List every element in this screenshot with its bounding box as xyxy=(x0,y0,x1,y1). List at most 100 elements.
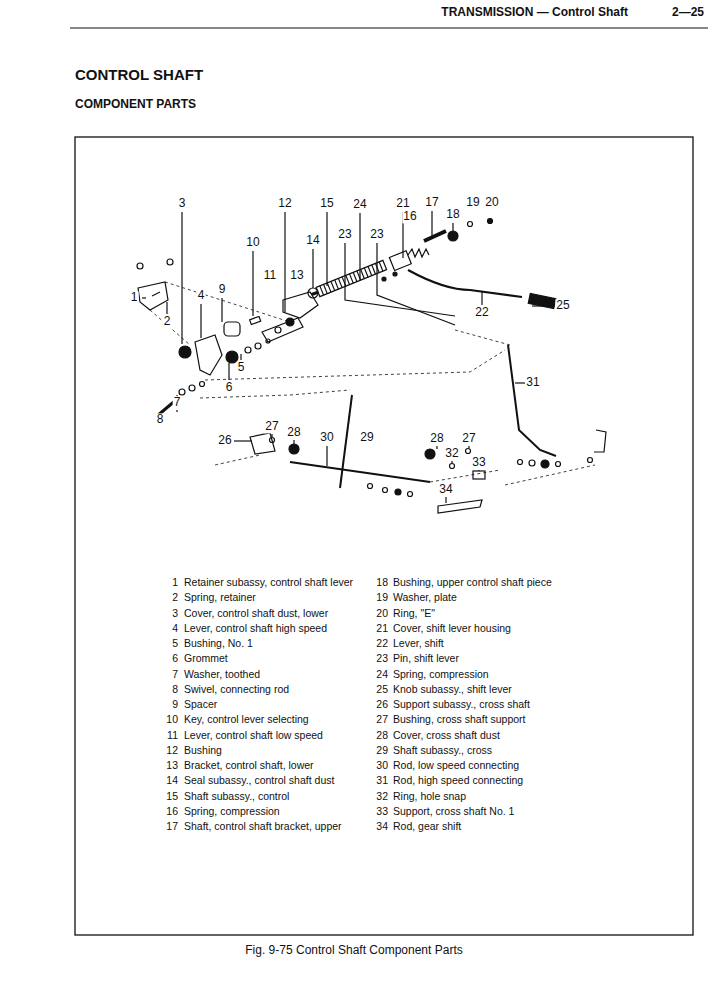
list-number: 13 xyxy=(166,760,178,772)
part-name: Washer, plate xyxy=(393,592,457,604)
callout-number: 21 xyxy=(395,197,410,210)
list-number: 6 xyxy=(172,653,178,665)
figure-caption: Fig. 9-75 Control Shaft Component Parts xyxy=(245,944,462,957)
list-number: 34 xyxy=(376,821,388,833)
part-name: Spacer xyxy=(184,699,217,711)
part-name: Pin, shift lever xyxy=(393,653,459,665)
list-number: 5 xyxy=(172,638,178,650)
part-name: Bushing, No. 1 xyxy=(184,638,253,650)
callout-number: 34 xyxy=(438,483,453,496)
list-number: 19 xyxy=(376,592,388,604)
part-name: Rod, high speed connecting xyxy=(393,775,523,787)
list-number: 8 xyxy=(172,684,178,696)
assembly-lines xyxy=(150,282,595,485)
part-name: Shaft, control shaft bracket, upper xyxy=(184,821,342,833)
callout-number: 26 xyxy=(217,434,232,447)
part-name: Cover, cross shaft dust xyxy=(393,730,500,742)
list-number: 22 xyxy=(376,638,388,650)
list-number: 26 xyxy=(376,699,388,711)
list-number: 11 xyxy=(167,730,178,742)
part-name: Knob subassy., shift lever xyxy=(393,684,512,696)
callout-number: 27 xyxy=(264,420,279,433)
list-number: 16 xyxy=(166,806,178,818)
callout-number: 7 xyxy=(173,396,182,409)
callout-number: 30 xyxy=(319,431,334,444)
callout-number: 15 xyxy=(319,197,334,210)
list-number: 23 xyxy=(376,653,388,665)
list-number: 3 xyxy=(172,608,178,620)
part-name: Shaft subassy., control xyxy=(184,791,289,803)
list-number: 21 xyxy=(376,623,388,635)
part-name: Support subassy., cross shaft xyxy=(393,699,530,711)
page-title: CONTROL SHAFT xyxy=(75,67,203,84)
callout-number: 5 xyxy=(237,361,246,374)
list-number: 27 xyxy=(376,714,388,726)
callout-number: 31 xyxy=(525,376,540,389)
part-name: Lever, control shaft low speed xyxy=(184,730,323,742)
part-name: Cover, control shaft dust, lower xyxy=(184,608,328,620)
part-name: Key, control lever selecting xyxy=(184,714,309,726)
list-number: 28 xyxy=(376,730,388,742)
part-name: Ring, "E" xyxy=(393,608,435,620)
callout-number: 22 xyxy=(474,306,489,319)
part-name: Shaft subassy., cross xyxy=(393,745,492,757)
part-name: Retainer subassy, control shaft lever xyxy=(184,577,353,589)
callout-number: 12 xyxy=(277,197,292,210)
part-name: Bushing xyxy=(184,745,222,757)
list-number: 32 xyxy=(376,791,388,803)
list-number: 30 xyxy=(376,760,388,772)
page-number: 2—25 xyxy=(672,6,704,19)
callout-number: 18 xyxy=(445,208,460,221)
list-number: 2 xyxy=(172,592,178,604)
part-name: Rod, gear shift xyxy=(393,821,461,833)
callout-number: 13 xyxy=(289,269,304,282)
callout-number: 32 xyxy=(444,447,459,460)
part-name: Lever, shift xyxy=(393,638,444,650)
callout-number: 28 xyxy=(429,432,444,445)
callout-number: 25 xyxy=(555,299,570,312)
callout-number: 28 xyxy=(286,426,301,439)
part-name: Bushing, cross shaft support xyxy=(393,714,526,726)
list-number: 7 xyxy=(172,669,178,681)
part-name: Seal subassy., control shaft dust xyxy=(184,775,334,787)
list-number: 14 xyxy=(166,775,178,787)
list-number: 9 xyxy=(172,699,178,711)
callout-number: 9 xyxy=(218,283,227,296)
callout-number: 33 xyxy=(471,456,486,469)
callout-number: 8 xyxy=(156,413,165,426)
callout-number: 1 xyxy=(130,291,139,304)
callout-number: 10 xyxy=(245,236,260,249)
figure-frame xyxy=(75,137,693,935)
list-number: 18 xyxy=(376,577,388,589)
list-number: 15 xyxy=(166,791,178,803)
part-name: Support, cross shaft No. 1 xyxy=(393,806,514,818)
list-number: 12 xyxy=(166,745,178,757)
part-name: Spring, compression xyxy=(184,806,280,818)
list-number: 24 xyxy=(376,669,388,681)
list-number: 25 xyxy=(376,684,388,696)
callout-number: 3 xyxy=(178,197,187,210)
callout-number: 17 xyxy=(424,196,439,209)
list-number: 10 xyxy=(166,714,178,726)
part-name: Cover, shift lever housing xyxy=(393,623,511,635)
list-number: 1 xyxy=(172,577,178,589)
part-name: Bracket, control shaft, lower xyxy=(184,760,314,772)
list-number: 20 xyxy=(376,608,388,620)
callout-number: 23 xyxy=(337,228,352,241)
part-name: Spring, retainer xyxy=(184,592,256,604)
callout-number: 19 xyxy=(465,196,480,209)
part-name: Rod, low speed connecting xyxy=(393,760,519,772)
callout-number: 24 xyxy=(352,198,367,211)
header-rule xyxy=(70,27,708,28)
list-number: 33 xyxy=(376,806,388,818)
callout-number: 27 xyxy=(461,432,476,445)
callout-number: 20 xyxy=(484,196,499,209)
part-name: Bushing, upper control shaft piece xyxy=(393,577,552,589)
part-name: Washer, toothed xyxy=(184,669,260,681)
callout-number: 16 xyxy=(402,210,417,223)
list-number: 17 xyxy=(166,821,178,833)
list-number: 31 xyxy=(376,775,388,787)
list-number: 4 xyxy=(172,623,178,635)
list-number: 29 xyxy=(376,745,388,757)
